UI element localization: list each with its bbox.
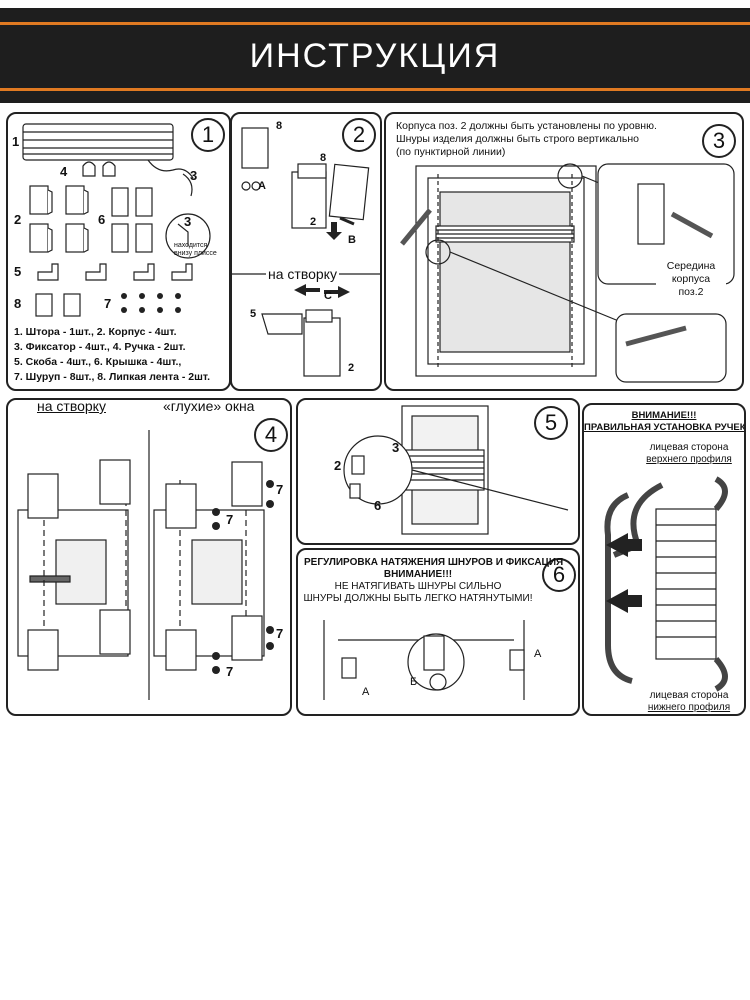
- step-number: 2: [342, 118, 376, 152]
- handles-illustration: [604, 476, 728, 692]
- label-A-right: А: [534, 648, 542, 660]
- label-part-1: 1: [12, 134, 20, 149]
- bottom-profile-text-2: нижнего профиля: [647, 702, 731, 713]
- label-housing-2: 2: [334, 458, 342, 473]
- tension-title: РЕГУЛИРОВКА НАТЯЖЕНИЯ ШНУРОВ И ФИКСАЦИЯ: [304, 557, 564, 568]
- label-part-3-detail: 3: [184, 214, 192, 229]
- label-screw-b: 7: [226, 512, 234, 527]
- note-line-3: (по пунктирной линии): [396, 146, 506, 158]
- note-line-1: Корпуса поз. 2 должны быть установлены п…: [396, 120, 657, 132]
- label-part-8: 8: [14, 296, 22, 311]
- label-A-left: А: [362, 686, 370, 698]
- step-number: 6: [542, 558, 576, 592]
- step-number: 1: [191, 118, 225, 152]
- label-part-4: 4: [60, 164, 68, 179]
- header: ИНСТРУКЦИЯ: [0, 0, 750, 108]
- label-B: B: [348, 234, 356, 246]
- panel-step-4: 4 на створку «глухие» окна 7 7 7 7: [6, 398, 292, 716]
- label-C: C: [324, 290, 332, 302]
- tension-line-1: НЕ НАТЯГИВАТЬ ШНУРЫ СИЛЬНО: [334, 581, 502, 592]
- tension-warning: ВНИМАНИЕ!!!: [383, 569, 453, 580]
- tension-illustration: [323, 620, 525, 700]
- title-fixed-windows: «глухие» окна: [160, 400, 258, 414]
- housing-assembly-illustration: [232, 127, 380, 377]
- parts-list-line-1: 1. Штора - 1шт., 2. Корпус - 4шт.: [14, 326, 177, 338]
- handles-title: ПРАВИЛЬНАЯ УСТАНОВКА РУЧЕК: [584, 422, 746, 433]
- panel-step-1: 1 1 4 3 2 6 3 находится внизу плиссе 5 8…: [6, 112, 231, 391]
- mounting-illustration: [17, 430, 274, 700]
- panel-step-6: 6 РЕГУЛИРОВКА НАТЯЖЕНИЯ ШНУРОВ И ФИКСАЦИ…: [296, 548, 580, 716]
- bottom-profile-text-1: лицевая сторона: [649, 690, 729, 701]
- header-accent-line-top: [0, 22, 750, 25]
- step-number: 4: [254, 418, 288, 452]
- parts-list-line-3: 5. Скоба - 4шт., 6. Крышка - 4шт.,: [14, 356, 182, 368]
- note-line-2: Шнуры изделия должны быть строго вертика…: [396, 133, 640, 145]
- middle-label-1: Середина: [656, 260, 726, 273]
- label-cover-6: 6: [374, 498, 382, 513]
- label-screw-c: 7: [276, 626, 284, 641]
- fixing-illustration: [343, 405, 569, 535]
- title-on-sash: на створку: [34, 400, 109, 414]
- handles-warning: ВНИМАНИЕ!!!: [631, 410, 697, 421]
- label-housing-2: 2: [310, 216, 317, 228]
- tension-line-2: ШНУРЫ ДОЛЖНЫ БЫТЬ ЛЕГКО НАТЯНУТЫМИ!: [303, 593, 533, 604]
- middle-label-3: поз.2: [656, 286, 726, 299]
- step-number: 3: [702, 124, 736, 158]
- label-part-7: 7: [104, 296, 112, 311]
- header-accent-line-bottom: [0, 88, 750, 91]
- label-B: Б: [410, 676, 418, 688]
- label-bracket-5: 5: [250, 308, 257, 320]
- panel-handles-warning: ВНИМАНИЕ!!! ПРАВИЛЬНАЯ УСТАНОВКА РУЧЕК л…: [582, 403, 746, 716]
- label-tape-8: 8: [276, 120, 283, 132]
- top-profile-text-1: лицевая сторона: [649, 442, 729, 453]
- parts-illustration: [22, 123, 211, 317]
- panel-step-5: 5 3 2 6: [296, 398, 580, 545]
- label-part-3: 3: [190, 168, 198, 183]
- label-part-6: 6: [98, 212, 106, 227]
- parts-list-line-2: 3. Фиксатор - 4шт., 4. Ручка - 2шт.: [14, 341, 186, 353]
- step-number: 5: [534, 406, 568, 440]
- label-part-2: 2: [14, 212, 22, 227]
- note-location: находится внизу плиссе: [174, 242, 217, 257]
- subtitle-on-sash: на створку: [266, 266, 339, 282]
- label-screw-d: 7: [226, 664, 234, 679]
- label-tape-8b: 8: [320, 152, 327, 164]
- label-housing-2b: 2: [348, 362, 355, 374]
- label-screw-a: 7: [276, 482, 284, 497]
- middle-label-2: корпуса: [656, 273, 726, 286]
- page-title: ИНСТРУКЦИЯ: [249, 37, 501, 75]
- panel-step-2: 2 8 A 8 2 B на створку C 5 2: [230, 112, 382, 391]
- leveling-illustration: [400, 163, 735, 383]
- top-profile-text-2: верхнего профиля: [646, 454, 732, 465]
- parts-list-line-4: 7. Шуруп - 8шт., 8. Липкая лента - 2шт.: [14, 371, 211, 383]
- label-fixator-3: 3: [392, 440, 400, 455]
- label-part-5: 5: [14, 264, 22, 279]
- label-A: A: [258, 180, 266, 192]
- panel-step-3: 3 Корпуса поз. 2 должны быть установлены…: [384, 112, 744, 391]
